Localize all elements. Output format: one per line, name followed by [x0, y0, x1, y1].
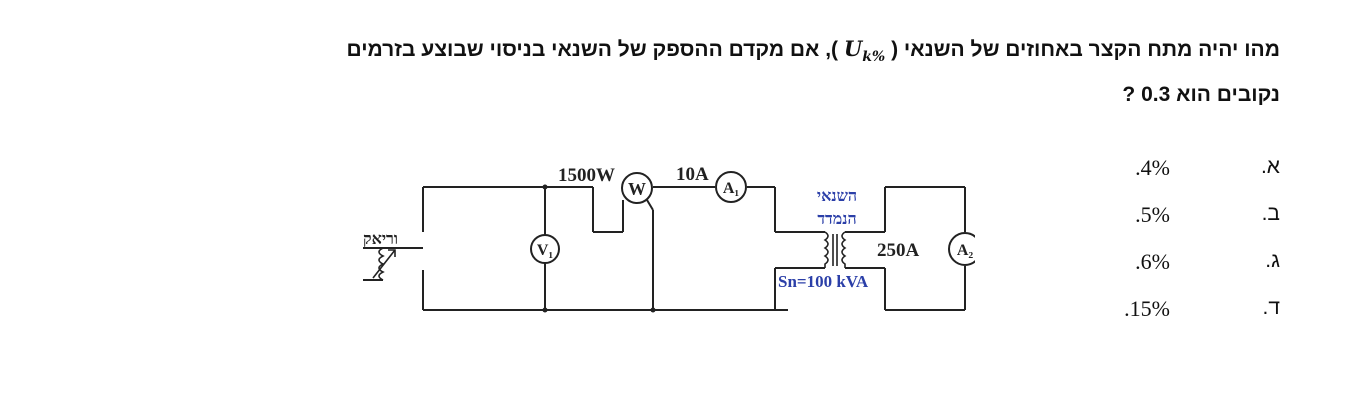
question-part-2: ), אם מקדם ההספק של השנאי בניסוי שבוצע ב… — [346, 38, 839, 61]
wattmeter-symbol: W — [628, 179, 646, 199]
variac-label: וריאק — [363, 231, 398, 248]
transformer-rating: Sn=100 kVA — [778, 272, 869, 291]
question-part-1: מהו יהיה מתח הקצר באחוזים של השנאי ( — [891, 38, 1280, 61]
answer-letter: א. — [1260, 155, 1280, 178]
answer-list: א. .4% ב. .5% ג. .6% ד. .15% — [1080, 155, 1280, 343]
answer-value: .5% — [1135, 202, 1170, 227]
answer-option-a[interactable]: א. .4% — [1080, 155, 1280, 202]
answer-value: .4% — [1135, 155, 1170, 180]
answer-option-b[interactable]: ב. .5% — [1080, 202, 1280, 249]
wattmeter-icon — [621, 172, 653, 204]
answer-option-d[interactable]: ד. .15% — [1080, 296, 1280, 343]
voltage-symbol: Uk% — [843, 36, 886, 66]
answer-option-c[interactable]: ג. .6% — [1080, 249, 1280, 296]
answer-value: .15% — [1124, 296, 1170, 321]
ammeter-2-reading: 250A — [877, 240, 920, 261]
wattmeter-reading: 1500W — [558, 165, 615, 186]
ammeter-1-symbol: A₁ — [723, 180, 740, 197]
question-line-1: מהו יהיה מתח הקצר באחוזים של השנאי ( Uk%… — [347, 36, 1280, 65]
ammeter-2-symbol: A₂ — [957, 242, 974, 259]
answer-letter: ד. — [1262, 296, 1280, 319]
circuit-wires — [363, 186, 966, 311]
transformer-label-2: הנמדד — [817, 211, 856, 228]
answer-value: .6% — [1135, 249, 1170, 274]
junction-dots — [542, 184, 656, 313]
transformer-icon — [823, 231, 847, 268]
ammeter-2-icon — [948, 232, 975, 266]
transformer-label-1: השנאי — [817, 188, 857, 205]
circuit-diagram: וריאק V₁ W 1500W A₁ 10A השנאי הנמדד Sn=1… — [363, 164, 975, 313]
ammeter-1-reading: 10A — [676, 164, 709, 185]
answer-letter: ב. — [1261, 202, 1280, 225]
voltmeter-symbol: V₁ — [537, 242, 554, 259]
ammeter-1-icon — [715, 171, 747, 203]
question-line-2: נקובים הוא 0.3 ? — [1122, 83, 1280, 106]
voltmeter-icon — [530, 234, 560, 264]
answer-letter: ג. — [1265, 249, 1280, 272]
variac-icon — [372, 247, 396, 281]
